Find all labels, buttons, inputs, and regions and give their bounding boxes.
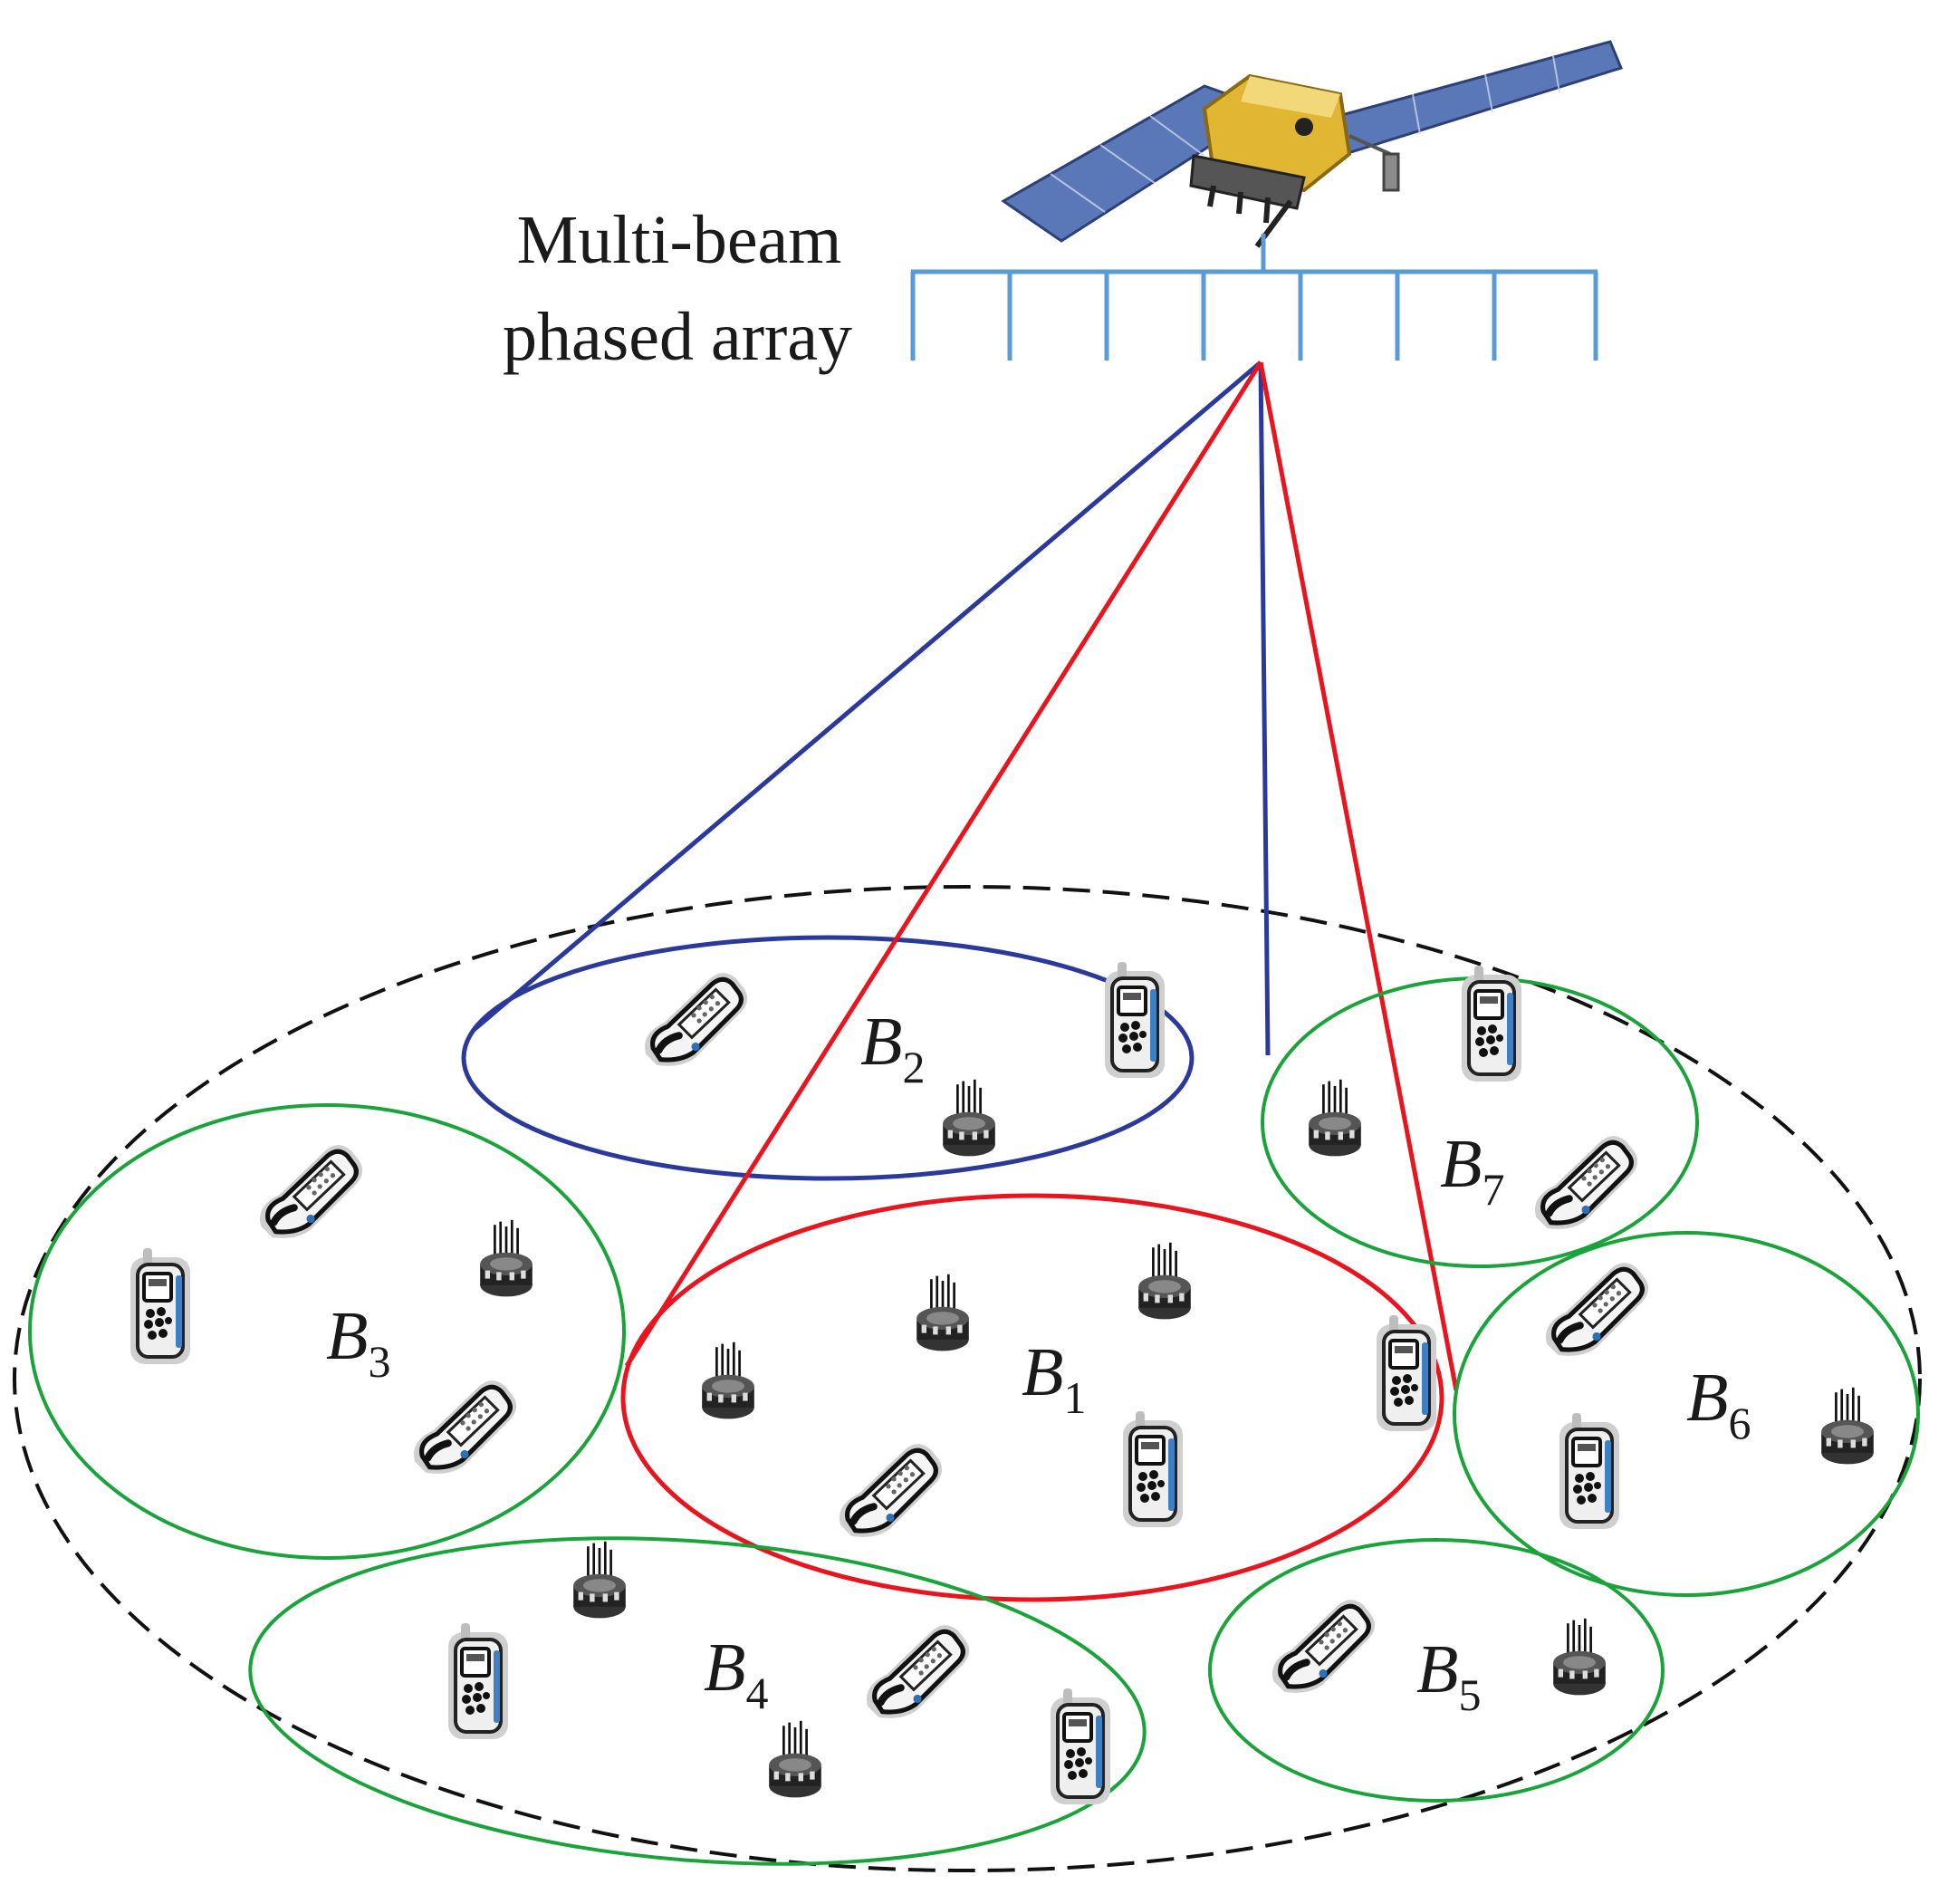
beam-label-b7: B7 <box>1440 1126 1504 1215</box>
beam-label-b2: B2 <box>860 1004 925 1092</box>
svg-text:B7: B7 <box>1440 1126 1504 1215</box>
flip-phone-icon <box>1272 1600 1375 1693</box>
ground-terminal-icon <box>1307 1078 1363 1158</box>
svg-text:B1: B1 <box>1022 1334 1086 1423</box>
svg-text:B6: B6 <box>1686 1360 1751 1448</box>
handheld-terminal-icon <box>1049 1688 1112 1806</box>
svg-text:B3: B3 <box>326 1298 390 1387</box>
ground-terminal-icon <box>700 1341 756 1420</box>
beam-label-b3: B3 <box>326 1298 390 1387</box>
handheld-terminal-icon <box>129 1248 192 1366</box>
satellite-icon <box>1001 40 1624 248</box>
ground-terminal-icon <box>767 1719 823 1799</box>
ground-terminal-icon <box>478 1218 534 1298</box>
flip-phone-icon <box>645 973 747 1066</box>
beam-label-b1: B1 <box>1022 1334 1086 1423</box>
flip-phone-icon <box>1546 1263 1648 1356</box>
beam-label-b6: B6 <box>1686 1360 1751 1448</box>
handheld-terminal-icon <box>1121 1411 1185 1529</box>
beam-label-b4: B4 <box>704 1630 768 1718</box>
beam-footprint-b3 <box>28 1103 626 1560</box>
handheld-terminal-icon <box>1103 962 1166 1080</box>
ground-terminal-icon <box>1551 1617 1607 1697</box>
beam-footprint-b4 <box>248 1536 1147 1866</box>
ground-terminal-icon <box>1137 1241 1193 1321</box>
beam-label-b5: B5 <box>1416 1631 1481 1720</box>
array-label-line1: Multi-beam <box>517 202 842 278</box>
beam-footprint-b5 <box>1208 1538 1665 1803</box>
svg-text:B2: B2 <box>860 1004 925 1092</box>
phased-array-icon <box>910 234 1598 361</box>
beam-footprint-b6 <box>1453 1231 1920 1597</box>
coverage-area-boundary <box>13 885 1922 1872</box>
flip-phone-icon <box>840 1444 942 1537</box>
handheld-terminal-icon <box>1558 1413 1621 1531</box>
array-label-line2: phased array <box>503 299 852 375</box>
beam-cone-b2 <box>461 361 1271 1181</box>
handheld-terminal-icon <box>1460 966 1523 1083</box>
ground-terminal-icon <box>941 1078 997 1158</box>
flip-phone-icon <box>867 1625 969 1718</box>
svg-text:B4: B4 <box>704 1630 768 1718</box>
flip-phone-icon <box>1535 1136 1637 1229</box>
flip-phone-icon <box>414 1380 516 1474</box>
svg-text:B5: B5 <box>1416 1631 1481 1720</box>
flip-phone-icon <box>260 1145 362 1238</box>
handheld-terminal-icon <box>446 1623 510 1741</box>
handheld-terminal-icon <box>1375 1315 1438 1433</box>
ground-terminal-icon <box>915 1273 971 1352</box>
ground-terminal-icon <box>571 1540 628 1620</box>
ground-terminal-icon <box>1819 1386 1876 1466</box>
beam-cone-b1 <box>620 361 1459 1602</box>
